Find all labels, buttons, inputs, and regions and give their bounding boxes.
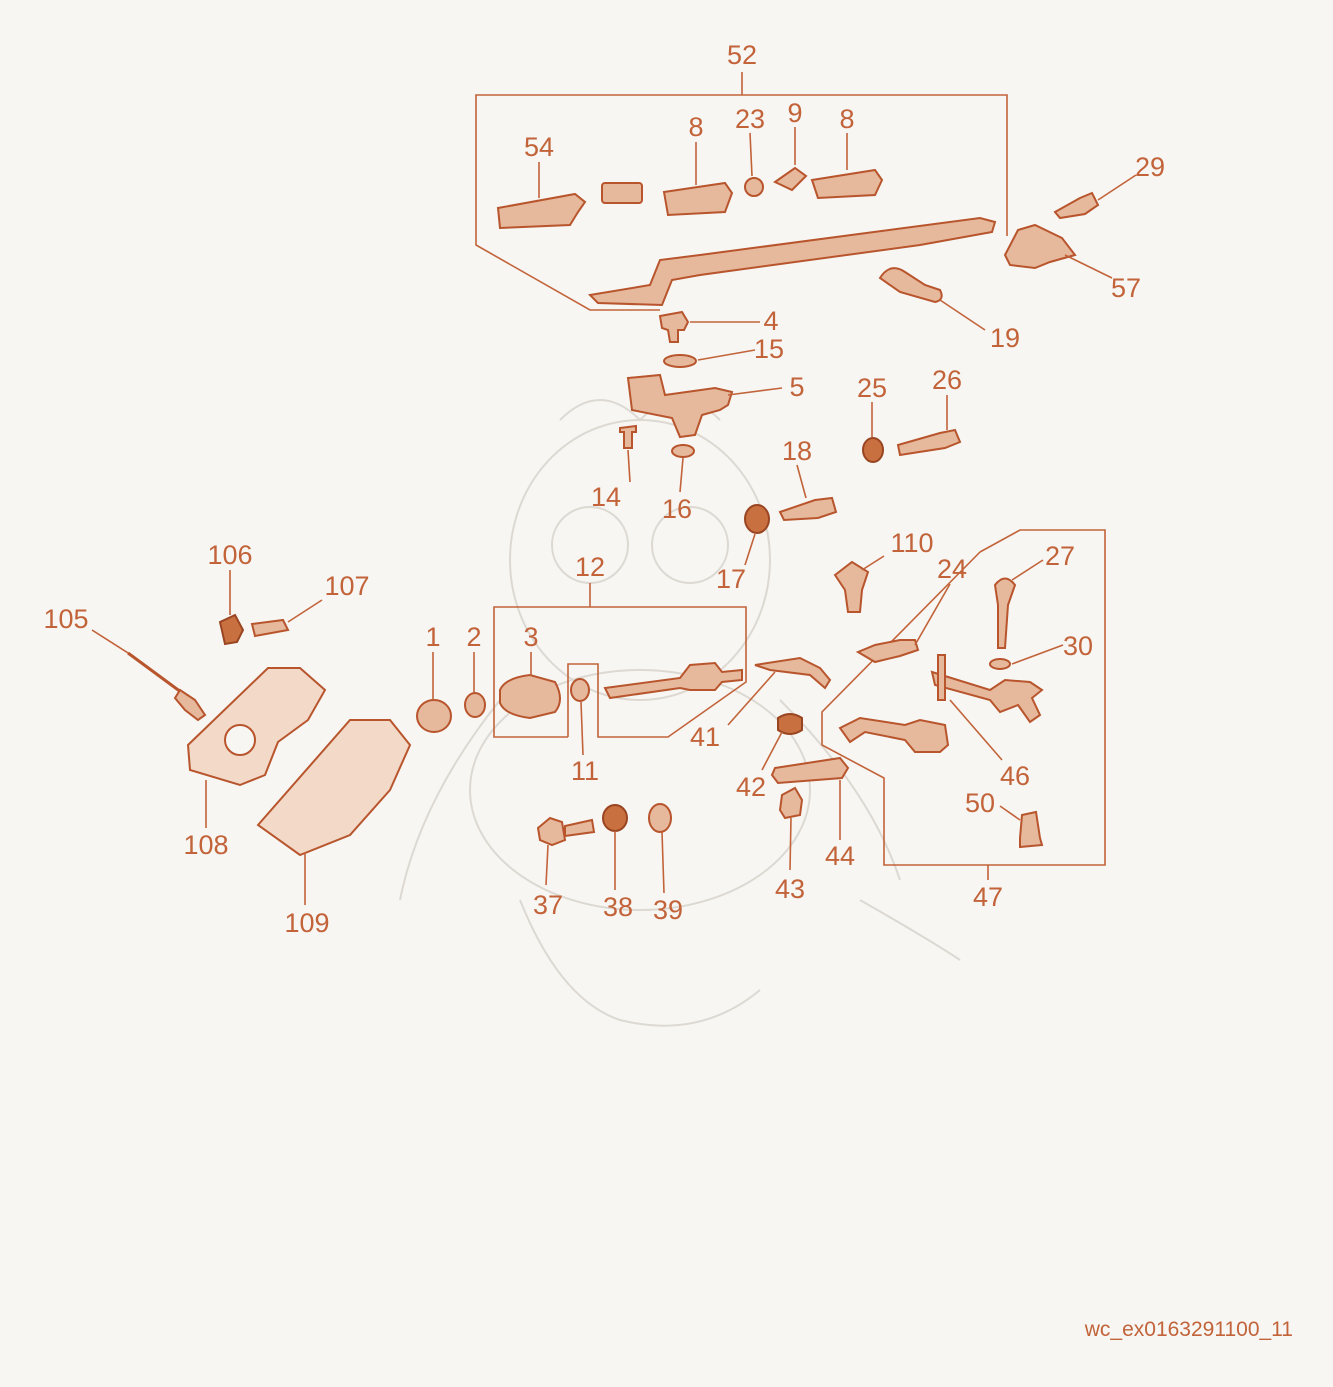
part-26-bolt bbox=[896, 428, 962, 457]
part-43-screw bbox=[778, 786, 804, 820]
callout-107: 107 bbox=[324, 571, 369, 601]
diagram-code: wc_ex0163291100_11 bbox=[1084, 1318, 1293, 1341]
group-frame-12 bbox=[493, 606, 747, 738]
part-41-link bbox=[754, 656, 832, 690]
callout-52: 52 bbox=[727, 40, 757, 70]
callout-44: 44 bbox=[825, 841, 855, 871]
callout-26: 26 bbox=[932, 365, 962, 395]
part-16-washer bbox=[671, 444, 695, 458]
part-3-bushing bbox=[499, 673, 561, 720]
part-4-bolt bbox=[658, 310, 690, 343]
part-5-bracket bbox=[626, 373, 734, 439]
leader-lines bbox=[91, 127, 1137, 905]
part-11-washer bbox=[570, 678, 590, 702]
part-105-rod bbox=[127, 651, 186, 697]
callout-labels: 52 54 8 23 9 8 29 57 19 4 15 5 25 26 14 … bbox=[43, 40, 1165, 938]
callout-38: 38 bbox=[603, 892, 633, 922]
part-17-cap bbox=[744, 504, 770, 534]
callout-14: 14 bbox=[591, 482, 621, 512]
callout-30: 30 bbox=[1063, 631, 1093, 661]
callout-43: 43 bbox=[775, 874, 805, 904]
part-clip bbox=[601, 182, 643, 204]
callout-3: 3 bbox=[523, 622, 538, 652]
part-37-bolt bbox=[536, 816, 596, 847]
part-46-pin bbox=[937, 654, 946, 701]
part-14-pin bbox=[619, 424, 637, 449]
part-52-lever-arm bbox=[587, 216, 997, 307]
part-29-screw bbox=[1053, 191, 1100, 220]
part-106-cap bbox=[218, 613, 245, 646]
part-30-washer bbox=[989, 658, 1011, 670]
part-107-screw bbox=[250, 618, 290, 638]
part-27-bolt bbox=[993, 577, 1017, 649]
part-2-washer bbox=[464, 692, 486, 718]
part-39-washer bbox=[648, 803, 672, 833]
callout-46: 46 bbox=[1000, 761, 1030, 791]
callout-5: 5 bbox=[789, 372, 804, 402]
callout-109: 109 bbox=[284, 908, 329, 938]
callout-9: 9 bbox=[787, 98, 802, 128]
callout-106: 106 bbox=[207, 540, 252, 570]
callout-12: 12 bbox=[575, 552, 605, 582]
group-frame-52 bbox=[475, 94, 1008, 311]
callout-25: 25 bbox=[857, 373, 887, 403]
part-109-cover bbox=[256, 719, 412, 857]
part-24-spring bbox=[855, 639, 920, 664]
part-110-plug bbox=[833, 560, 870, 613]
part-105-connector bbox=[173, 688, 207, 722]
part-57-cam bbox=[1003, 223, 1077, 270]
callout-27: 27 bbox=[1045, 541, 1075, 571]
callout-29: 29 bbox=[1135, 152, 1165, 182]
part-38-nut bbox=[602, 804, 628, 832]
callout-39: 39 bbox=[653, 895, 683, 925]
callout-8: 8 bbox=[688, 112, 703, 142]
callout-54: 54 bbox=[524, 132, 554, 162]
part-44-link-plate bbox=[770, 756, 850, 785]
part-1-nut bbox=[416, 699, 452, 733]
part-15-washer bbox=[663, 354, 697, 368]
callout-24: 24 bbox=[937, 554, 967, 584]
callout-37: 37 bbox=[533, 890, 563, 920]
callout-18: 18 bbox=[782, 436, 812, 466]
callout-47: 47 bbox=[973, 882, 1003, 912]
part-19-spring bbox=[878, 267, 943, 304]
callout-41: 41 bbox=[690, 722, 720, 752]
callout-108: 108 bbox=[183, 830, 228, 860]
part-54-bracket bbox=[496, 192, 587, 230]
callout-1: 1 bbox=[425, 622, 440, 652]
part-46-fork bbox=[930, 670, 1044, 724]
part-9-screw bbox=[773, 166, 808, 192]
part-8b-bracket bbox=[810, 168, 884, 200]
part-47-arm bbox=[838, 716, 950, 753]
callout-110: 110 bbox=[890, 528, 933, 558]
callout-19: 19 bbox=[990, 323, 1020, 353]
callout-42: 42 bbox=[736, 772, 766, 802]
part-42-bushing bbox=[777, 713, 803, 735]
callout-50: 50 bbox=[965, 788, 995, 818]
part-12-shaft bbox=[603, 661, 743, 700]
part-50-plug bbox=[1019, 810, 1044, 849]
callout-4: 4 bbox=[763, 306, 778, 336]
part-25-nut bbox=[862, 437, 884, 463]
callout-11: 11 bbox=[571, 756, 599, 786]
callout-2: 2 bbox=[466, 622, 481, 652]
part-23-nut bbox=[744, 177, 764, 197]
callout-105: 105 bbox=[43, 604, 88, 634]
part-18-bolt bbox=[778, 496, 838, 522]
callout-23: 23 bbox=[735, 104, 765, 134]
callout-17: 17 bbox=[716, 564, 746, 594]
part-108-plate bbox=[186, 667, 327, 787]
part-8-bracket bbox=[662, 181, 734, 217]
callout-57: 57 bbox=[1111, 273, 1141, 303]
callout-15: 15 bbox=[754, 334, 784, 364]
callout-16: 16 bbox=[662, 494, 692, 524]
callout-8b: 8 bbox=[839, 104, 854, 134]
group-frame-47 bbox=[821, 529, 1106, 866]
